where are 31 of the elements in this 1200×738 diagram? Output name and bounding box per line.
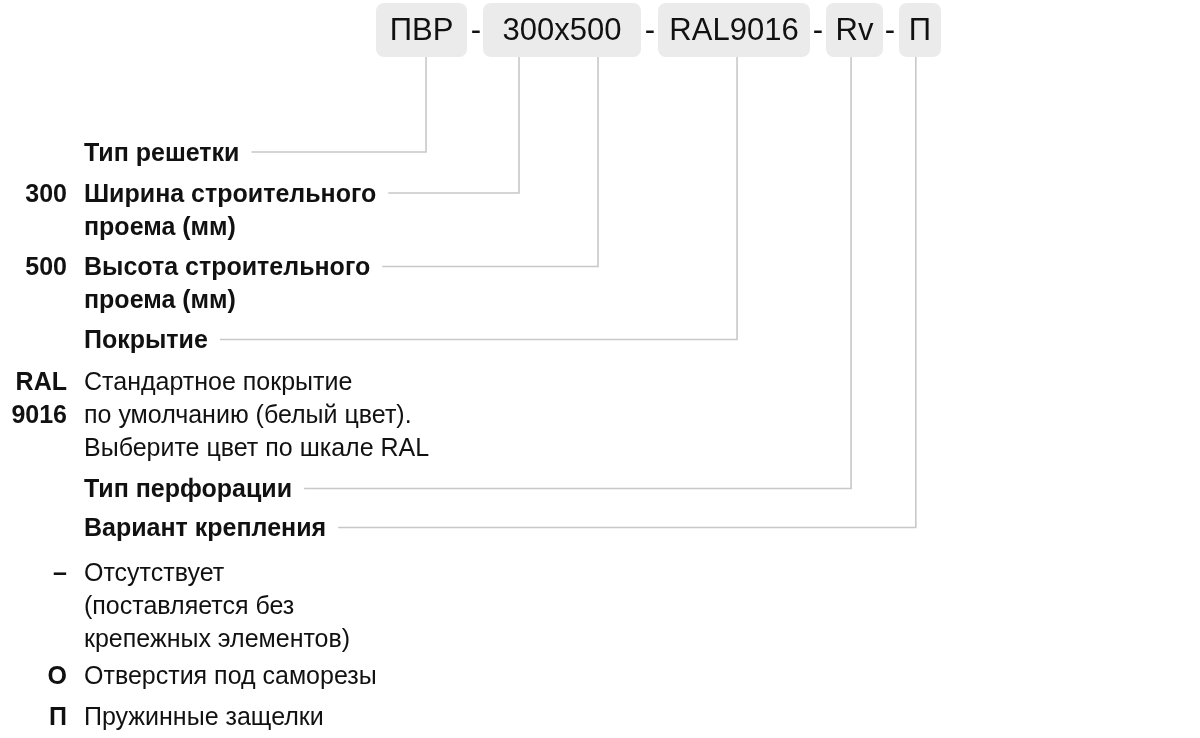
separator: - [812,11,824,49]
option-description: Стандартное покрытие по умолчанию (белый цвет). Выберите цвет по шкале RAL [84,366,430,463]
code-value: 500 [25,251,67,282]
code-value: П [49,701,67,732]
leader-line [250,56,427,153]
leader-line [337,56,917,529]
leader-line [381,56,599,268]
field-title: Вариант крепления [84,511,327,544]
option-description: Отверстия под саморезы [84,660,377,691]
code-segment: Rv [826,3,883,57]
separator: - [470,11,482,49]
field-title: Покрытие [84,323,208,356]
field-title: Тип решетки [84,135,240,169]
code-segment: П [899,3,941,57]
option-description: Отсутствует (поставляется без крепежных элементов) [84,557,351,654]
field-title: Высота строительного проема (мм) [84,250,371,316]
code-segment: ПВР [376,3,467,57]
code-value: О [47,660,67,691]
code-value: RAL 9016 [11,366,67,430]
option-description: Пружинные защелки [84,701,324,732]
field-title: Ширина строительного проема (мм) [84,176,377,243]
code-value: 300 [25,177,67,209]
leader-line [387,56,520,194]
code-value: – [53,557,67,588]
separator: - [644,11,656,49]
field-title: Тип перфорации [84,472,293,505]
leader-line [303,56,852,490]
code-segment: RAL9016 [658,3,810,57]
separator: - [884,11,896,49]
leader-line [219,56,738,341]
code-segment: 300x500 [483,3,641,57]
